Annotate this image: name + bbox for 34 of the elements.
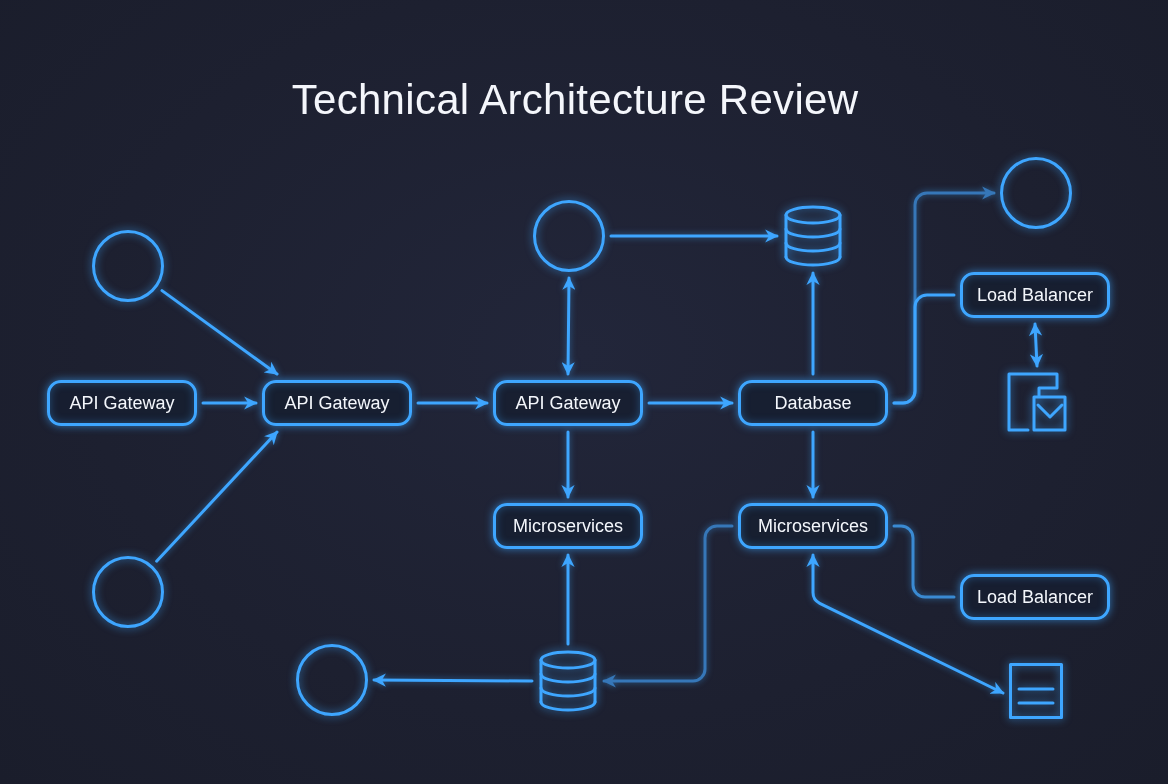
circle-node (296, 644, 368, 716)
arrow (1028, 322, 1044, 368)
circle-node (92, 556, 164, 628)
arrow (609, 229, 779, 243)
service-box: Microservices (738, 503, 888, 549)
database-icon (783, 205, 843, 267)
arrow (806, 430, 820, 499)
arrow (372, 673, 534, 687)
arrow (561, 553, 575, 646)
arrow (806, 553, 1005, 695)
service-box: Load Balancer (960, 272, 1110, 318)
circle-node (1000, 157, 1072, 229)
service-box: Microservices (493, 503, 643, 549)
document-check-icon (1007, 372, 1067, 432)
arrow (647, 396, 734, 410)
circle-node (92, 230, 164, 302)
service-box: API Gateway (47, 380, 197, 426)
arrow (160, 289, 279, 376)
service-box: Load Balancer (960, 574, 1110, 620)
database-icon (538, 650, 598, 712)
connector-line (892, 293, 956, 405)
arrow (416, 396, 489, 410)
arrow (201, 396, 258, 410)
service-box: API Gateway (262, 380, 412, 426)
arrow (806, 271, 820, 376)
service-box: API Gateway (493, 380, 643, 426)
document-icon (1009, 663, 1063, 719)
title: Technical Architecture Review (291, 75, 859, 125)
arrow (561, 430, 575, 499)
service-box: Database (738, 380, 888, 426)
circle-node (533, 200, 605, 272)
arrow (155, 430, 279, 563)
arrow (561, 276, 576, 376)
arrow (602, 524, 734, 688)
